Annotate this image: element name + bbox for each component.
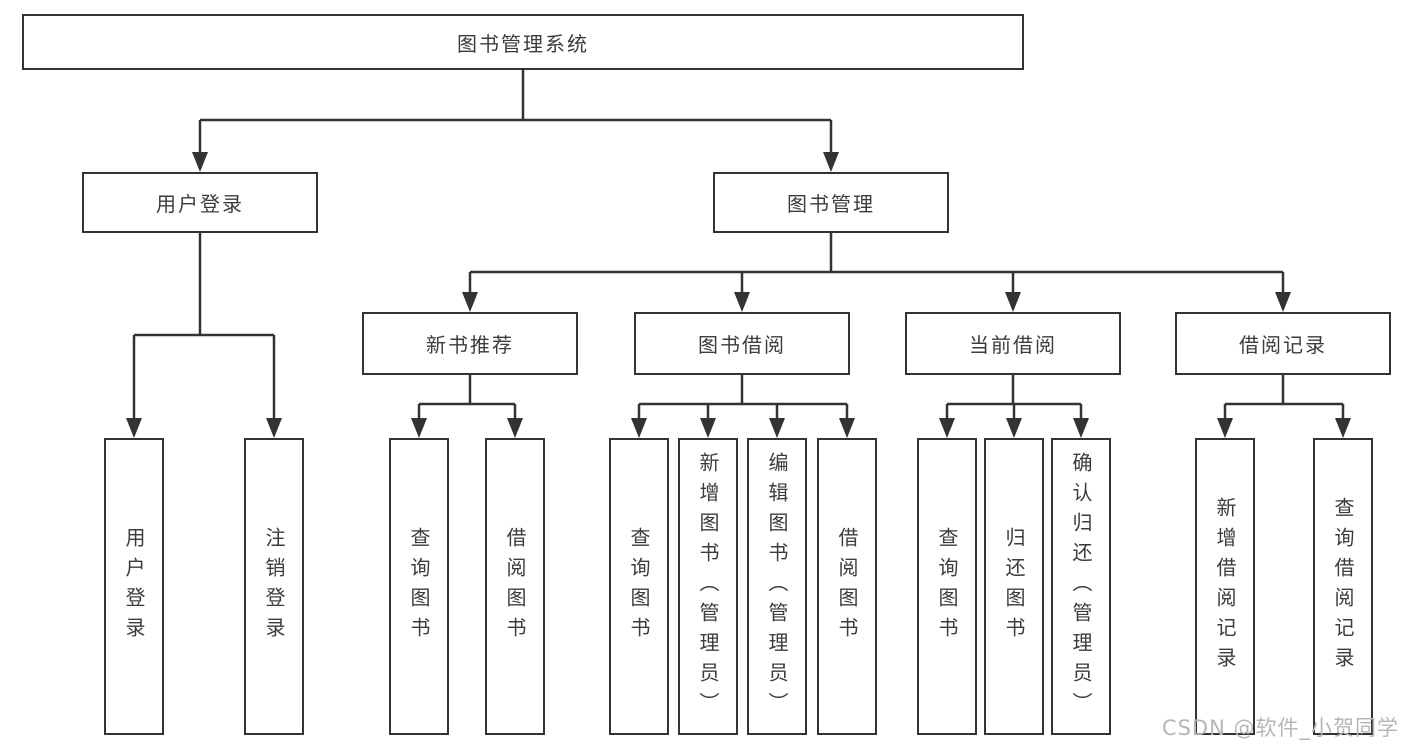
leaf-query-borrow-record: 查询借阅记录 (1313, 438, 1373, 735)
arrow-down-icon (769, 418, 785, 438)
node-book-management: 图书管理 (713, 172, 949, 233)
leaf-query-books-recommend: 查询图书 (389, 438, 449, 735)
connector-book-management-children (462, 233, 1291, 312)
node-user-login-label: 用户登录 (156, 192, 244, 216)
csdn-watermark: CSDN @软件_小贺同学 (1161, 716, 1399, 740)
leaf-user-login-label: 用户登录 (122, 526, 146, 647)
leaf-confirm-return-admin: 确认归还（管理员） (1051, 438, 1111, 735)
leaf-query-borrow-record-label: 查询借阅记录 (1331, 496, 1355, 677)
arrow-down-icon (1275, 292, 1291, 312)
node-current-borrow-label: 当前借阅 (969, 333, 1057, 357)
arrow-down-icon (1006, 418, 1022, 438)
leaf-add-borrow-record: 新增借阅记录 (1195, 438, 1255, 735)
connector-new-book-children (411, 375, 523, 438)
node-book-borrow-label: 图书借阅 (698, 333, 786, 357)
arrow-down-icon (126, 418, 142, 438)
leaf-logout: 注销登录 (244, 438, 304, 735)
node-book-management-label: 图书管理 (787, 192, 875, 216)
node-borrow-records-label: 借阅记录 (1239, 333, 1327, 357)
leaf-query-books-borrow-label: 查询图书 (627, 526, 651, 647)
node-root: 图书管理系统 (22, 14, 1024, 70)
leaf-borrow-books-recommend-label: 借阅图书 (503, 526, 527, 647)
arrow-down-icon (734, 292, 750, 312)
leaf-user-login: 用户登录 (104, 438, 164, 735)
node-new-book-recommend-label: 新书推荐 (426, 333, 514, 357)
arrow-down-icon (1073, 418, 1089, 438)
leaf-add-books-admin: 新增图书（管理员） (678, 438, 738, 735)
arrow-down-icon (192, 152, 208, 172)
leaf-add-borrow-record-label: 新增借阅记录 (1213, 496, 1237, 677)
leaf-return-books: 归还图书 (984, 438, 1044, 735)
arrow-down-icon (823, 152, 839, 172)
connector-borrow-records-children (1217, 375, 1351, 438)
leaf-confirm-return-admin-label: 确认归还（管理员） (1069, 451, 1093, 722)
arrow-down-icon (411, 418, 427, 438)
connector-book-borrow-children (631, 375, 855, 438)
node-borrow-records: 借阅记录 (1175, 312, 1391, 375)
node-user-login: 用户登录 (82, 172, 318, 233)
connector-root-to-level2 (192, 70, 839, 172)
arrow-down-icon (266, 418, 282, 438)
arrow-down-icon (1217, 418, 1233, 438)
arrow-down-icon (462, 292, 478, 312)
arrow-down-icon (631, 418, 647, 438)
arrow-down-icon (507, 418, 523, 438)
leaf-query-books-current: 查询图书 (917, 438, 977, 735)
arrow-down-icon (839, 418, 855, 438)
node-new-book-recommend: 新书推荐 (362, 312, 578, 375)
leaf-query-books-recommend-label: 查询图书 (407, 526, 431, 647)
leaf-query-books-borrow: 查询图书 (609, 438, 669, 735)
arrow-down-icon (1005, 292, 1021, 312)
leaf-query-books-current-label: 查询图书 (935, 526, 959, 647)
node-root-label: 图书管理系统 (457, 31, 589, 56)
leaf-logout-label: 注销登录 (262, 526, 286, 647)
leaf-add-books-admin-label: 新增图书（管理员） (696, 451, 720, 722)
leaf-edit-books-admin-label: 编辑图书（管理员） (765, 451, 789, 722)
leaf-borrow-books-label: 借阅图书 (835, 526, 859, 647)
leaf-edit-books-admin: 编辑图书（管理员） (747, 438, 807, 735)
leaf-borrow-books: 借阅图书 (817, 438, 877, 735)
arrow-down-icon (700, 418, 716, 438)
connector-user-login-children (126, 233, 282, 438)
connector-current-borrow-children (939, 375, 1089, 438)
leaf-borrow-books-recommend: 借阅图书 (485, 438, 545, 735)
arrow-down-icon (939, 418, 955, 438)
arrow-down-icon (1335, 418, 1351, 438)
node-book-borrow: 图书借阅 (634, 312, 850, 375)
node-current-borrow: 当前借阅 (905, 312, 1121, 375)
leaf-return-books-label: 归还图书 (1002, 526, 1026, 647)
